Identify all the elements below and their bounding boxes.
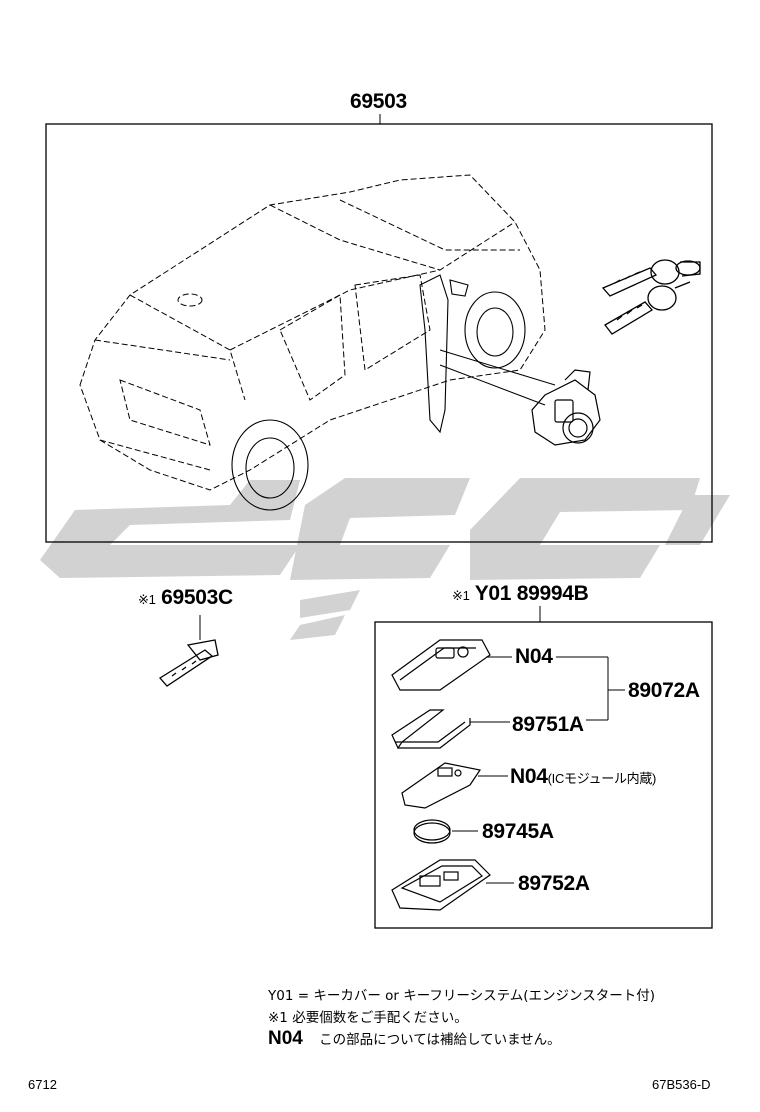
fob-cover-code: N04 xyxy=(515,645,553,668)
seal-part-number: 89751A xyxy=(512,713,584,736)
legend-line-3: N04 この部品については補給していません。 xyxy=(268,1028,561,1050)
fob-battery xyxy=(413,819,451,844)
legend-n04-text: この部品については補給していません。 xyxy=(319,1032,561,1048)
key-blank-label: ※1 69503C xyxy=(138,586,233,610)
kit-label: ※1 Y01 89994B xyxy=(452,582,589,606)
fob-seal-ring xyxy=(391,709,471,750)
group-part-number: 89072A xyxy=(628,679,700,702)
open-door xyxy=(419,274,469,434)
lock-leader-lines xyxy=(439,349,556,406)
vehicle-illustration xyxy=(79,174,546,491)
vehicle-keys xyxy=(601,259,701,335)
main-assembly-box xyxy=(45,114,713,543)
vehicle-wheels xyxy=(231,291,526,511)
kit-code: Y01 xyxy=(474,582,512,605)
legend-line-2: ※1 必要個数をご手配ください。 xyxy=(268,1010,468,1026)
kit-box xyxy=(374,606,713,929)
fob-ic-module xyxy=(401,762,481,809)
legend-line-1: Y01 = キーカバー or キーフリーシステム(エンジンスタート付) xyxy=(268,988,655,1004)
ic-module-code: N04 xyxy=(510,765,548,788)
kit-part-number: 89994B xyxy=(516,582,589,605)
footer-diagram-id: 67B536-D xyxy=(652,1077,711,1092)
emergency-key-blank xyxy=(159,615,219,687)
kit-leader-lines xyxy=(452,656,625,884)
key-blank-mark: ※1 xyxy=(138,592,156,607)
kit-mark: ※1 xyxy=(452,588,470,603)
fob-top-cover xyxy=(391,639,491,691)
case-part-number: 89752A xyxy=(518,872,590,895)
footer-page-code: 6712 xyxy=(28,1077,57,1092)
fob-bottom-case xyxy=(391,859,491,911)
legend-n04-code: N04 xyxy=(268,1028,303,1049)
ic-module-label: N04(ICモジュール内蔵) xyxy=(510,765,656,789)
watermark-logo xyxy=(40,478,730,640)
main-assembly-part-number: 69503 xyxy=(350,90,407,113)
ic-module-note: (ICモジュール内蔵) xyxy=(547,771,657,786)
key-blank-part-number: 69503C xyxy=(161,586,233,609)
battery-part-number: 89745A xyxy=(482,820,554,843)
door-lock-cylinder xyxy=(531,369,601,446)
